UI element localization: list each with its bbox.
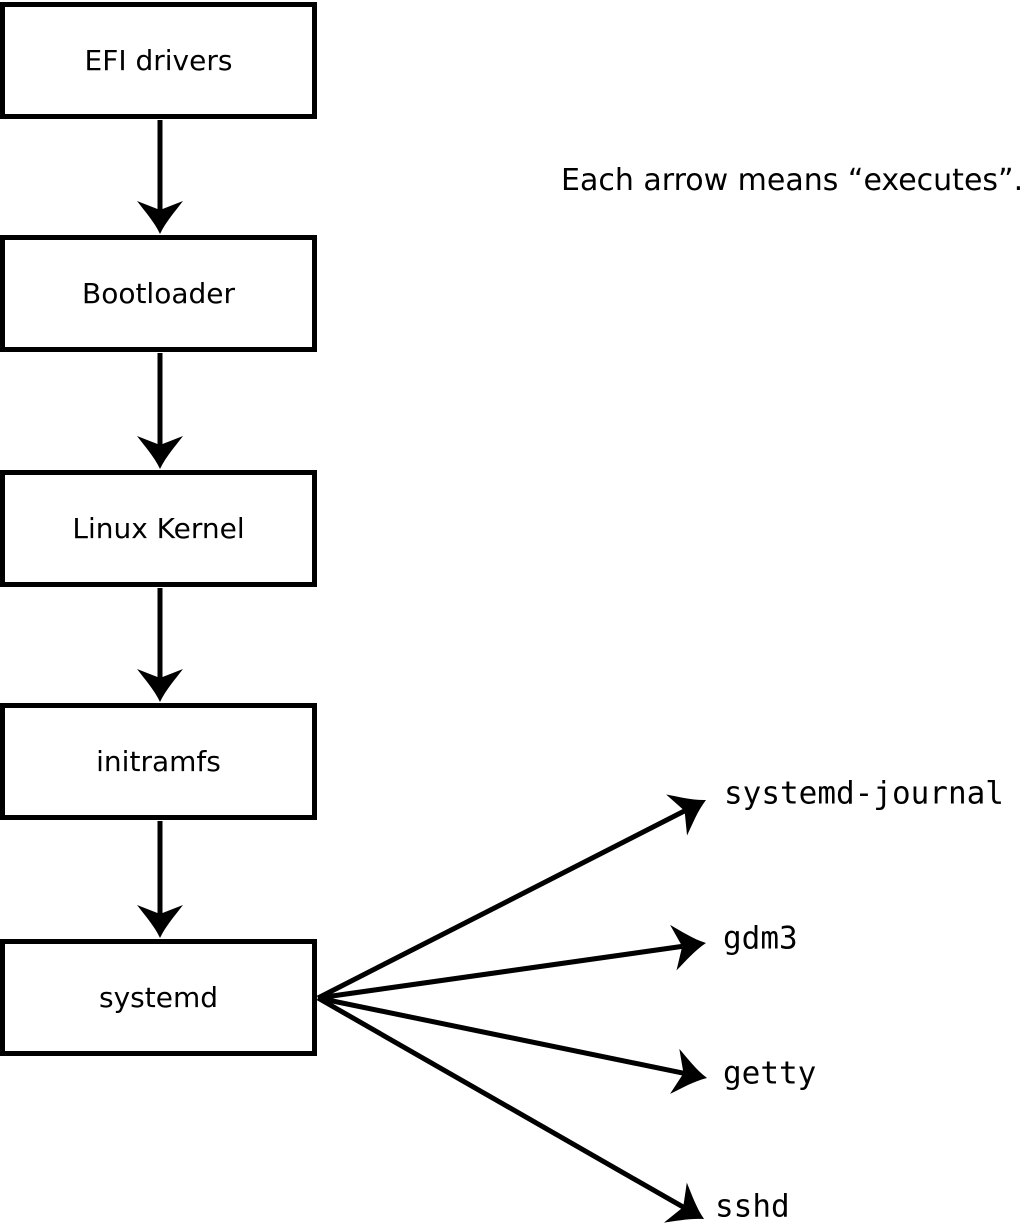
node-systemd: systemd — [0, 939, 317, 1056]
fanout-label-systemd-journal: systemd-journal — [724, 775, 1004, 812]
node-efi-drivers: EFI drivers — [0, 2, 317, 119]
node-initramfs: initramfs — [0, 703, 317, 820]
node-linux-kernel-label: Linux Kernel — [72, 511, 245, 545]
arrow-systemd-to-getty — [317, 995, 708, 1094]
arrow-systemd-to-gdm3 — [317, 924, 706, 1001]
annotation-text: Each arrow means “executes”. — [561, 163, 1023, 198]
node-efi-drivers-label: EFI drivers — [84, 43, 233, 77]
fanout-label-gdm3: gdm3 — [723, 920, 798, 957]
node-systemd-label: systemd — [99, 980, 218, 1014]
node-initramfs-label: initramfs — [96, 744, 221, 778]
node-bootloader-label: Bootloader — [81, 276, 236, 310]
node-linux-kernel: Linux Kernel — [0, 470, 317, 587]
arrow-systemd-to-sshd — [316, 995, 705, 1223]
fanout-label-getty: getty — [723, 1055, 817, 1092]
node-bootloader: Bootloader — [0, 235, 317, 352]
arrow-systemd-to-journal — [316, 794, 706, 1001]
fanout-label-sshd: sshd — [715, 1188, 790, 1225]
